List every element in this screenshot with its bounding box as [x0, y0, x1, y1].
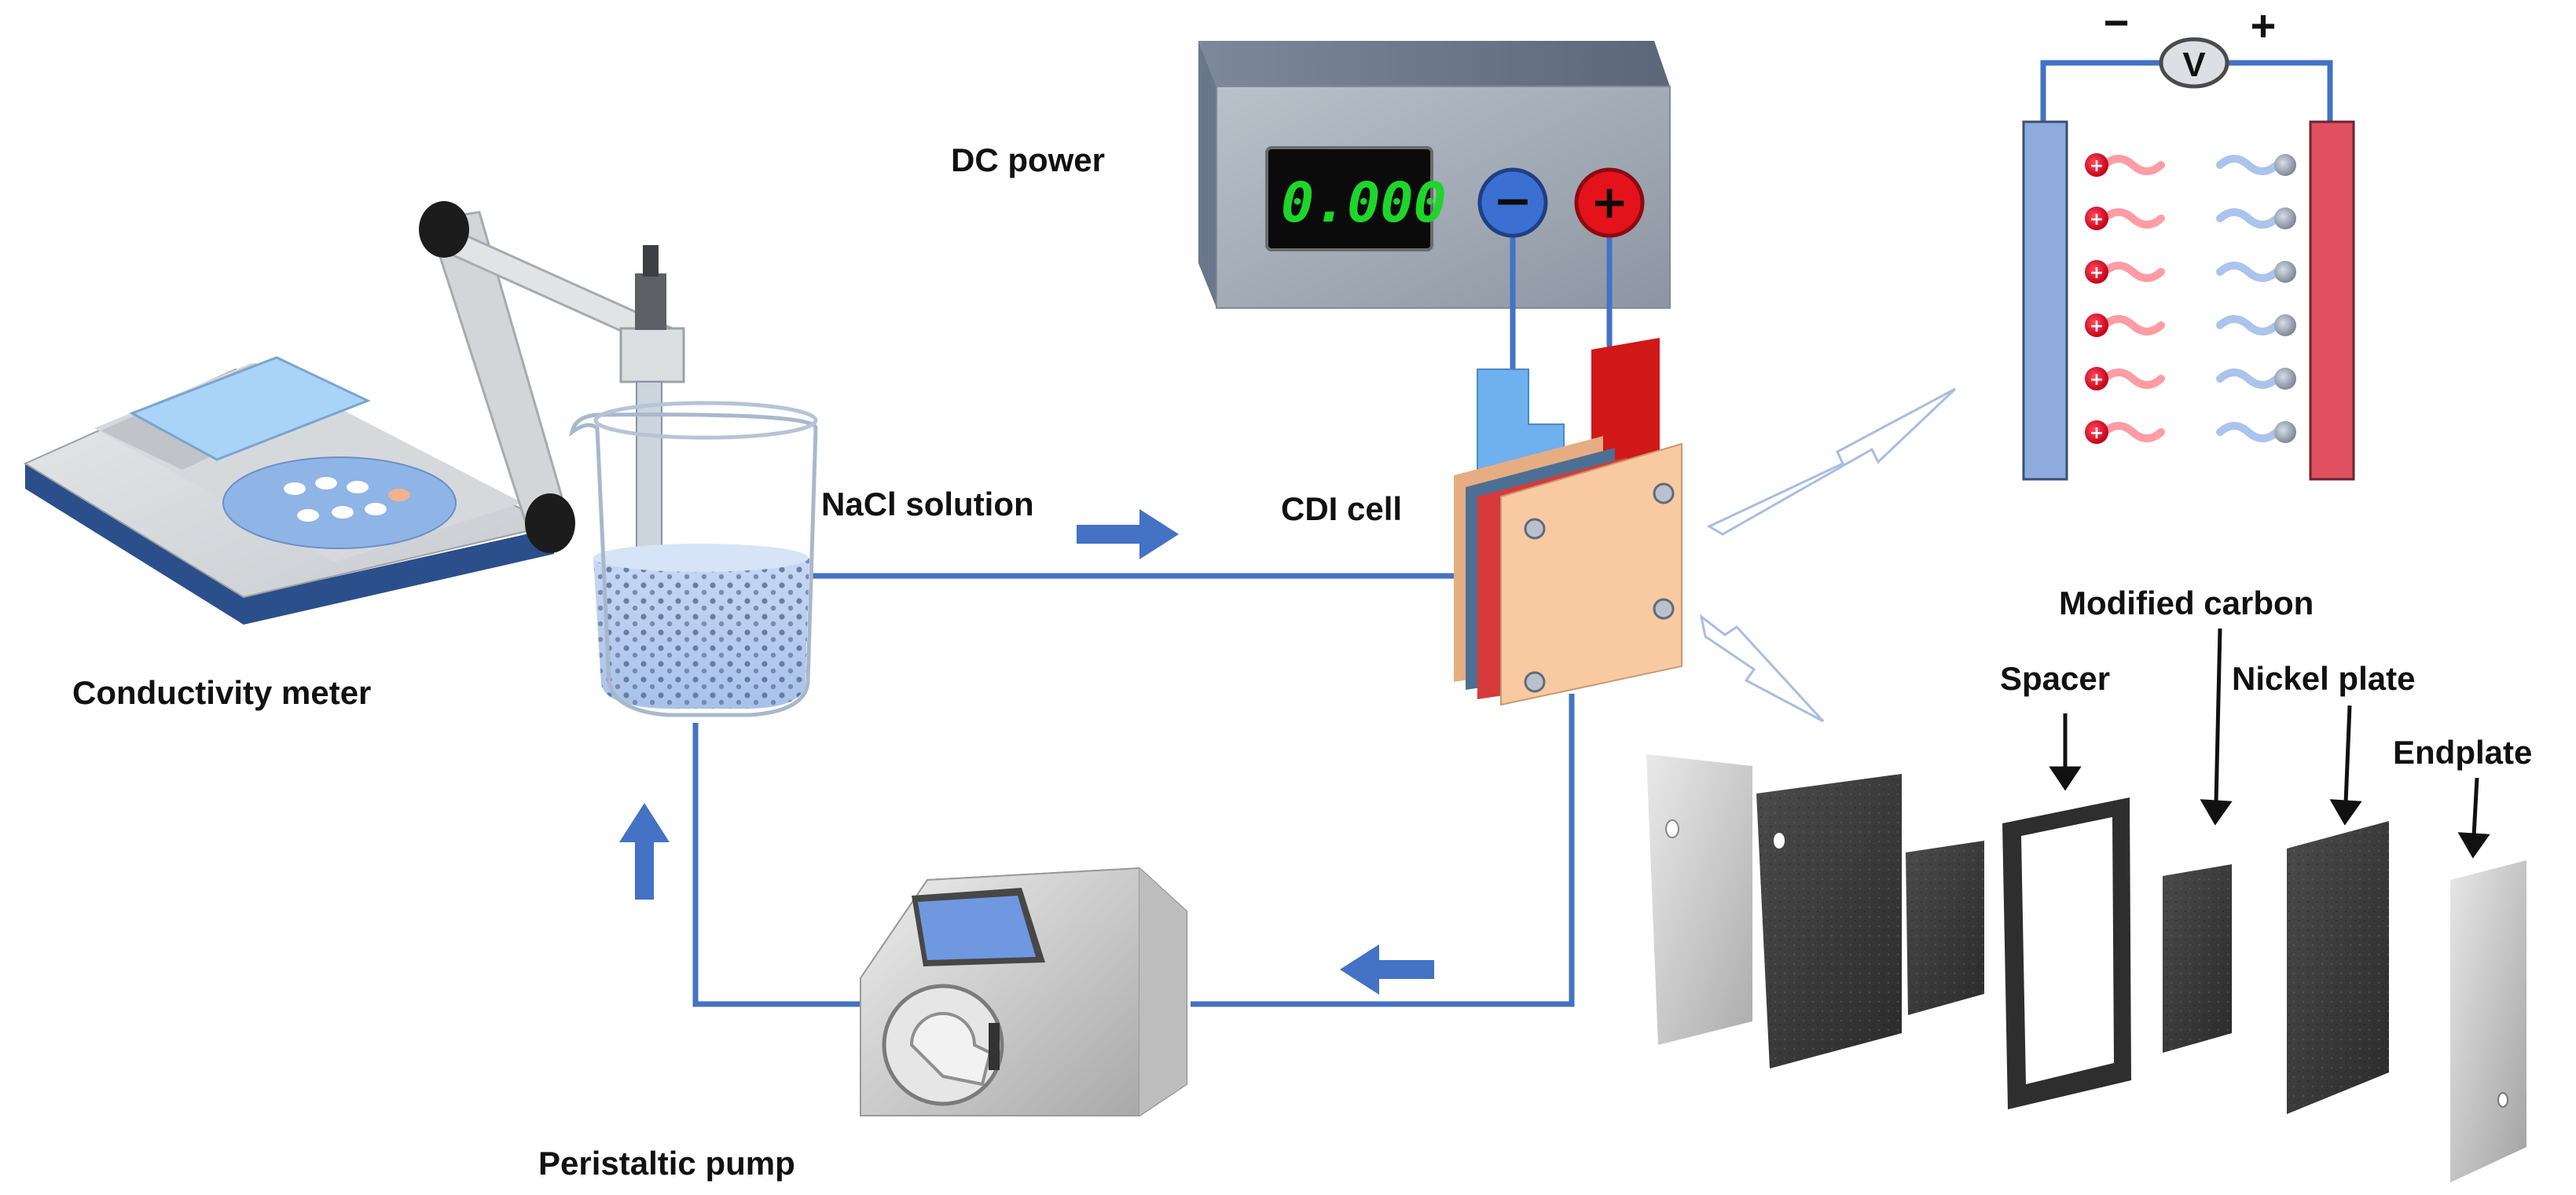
voltmeter-icon: [2159, 37, 2229, 89]
pump-rotor-icon: [909, 1012, 993, 1087]
cation-icon: +: [2085, 153, 2165, 177]
conductivity-meter-label: Conductivity meter: [72, 674, 371, 711]
spacer-frame: [2002, 797, 2131, 1109]
flow-arrow-icon: [1077, 509, 1179, 559]
nacl-solution-label: NaCl solution: [821, 486, 1034, 522]
anion-icon: [2216, 207, 2296, 229]
svg-text:+: +: [2090, 263, 2104, 283]
cdi-cell: [1454, 338, 1682, 706]
svg-text:+: +: [2090, 370, 2104, 390]
voltmeter-plus: +: [2251, 1, 2277, 50]
anion-icon: [2216, 261, 2296, 283]
nickel-plate-label: Nickel plate: [2232, 660, 2415, 697]
pointer-arrows: [2049, 628, 2490, 859]
positive-electrode: [2309, 120, 2355, 481]
negative-terminal-sign: −: [1493, 174, 1532, 229]
voltmeter-symbol: V: [2182, 46, 2206, 84]
cation-icon: +: [2085, 260, 2165, 284]
anion-icon: [2216, 154, 2296, 176]
spacer-label: Spacer: [2000, 660, 2110, 697]
svg-text:+: +: [2090, 423, 2104, 443]
cation-icon: +: [2085, 207, 2165, 230]
modified-carbon-label: Modified carbon: [2059, 585, 2314, 621]
anion-icon: [2216, 368, 2296, 390]
conductivity-meter: [23, 201, 685, 625]
negative-electrode: [2022, 120, 2068, 481]
endplate-label: Endplate: [2393, 734, 2532, 771]
exploded-cell-stack: [1646, 754, 2526, 1182]
tubing-loop: [692, 573, 1575, 1007]
peristaltic-pump-label: Peristaltic pump: [538, 1145, 795, 1182]
beaker: [569, 401, 818, 717]
power-display-value: 0.000: [1281, 170, 1447, 235]
flow-arrow-icon: [619, 803, 670, 900]
cdi-cell-label: CDI cell: [1281, 490, 1402, 527]
peristaltic-pump: [860, 867, 1187, 1116]
flow-arrow-icon: [1340, 944, 1434, 995]
anion-icon: [2216, 314, 2296, 336]
dc-power-supply: 0.000 − +: [1198, 41, 1671, 391]
zoom-arrow-icon: [1699, 387, 1957, 723]
anion-icon: [2216, 421, 2296, 443]
dc-power-label: DC power: [951, 141, 1105, 178]
svg-text:+: +: [2090, 156, 2104, 176]
cation-icon: +: [2085, 367, 2165, 390]
voltmeter-minus: −: [2104, 0, 2130, 47]
cation-icon: +: [2085, 313, 2165, 337]
positive-terminal-sign: +: [1591, 175, 1629, 229]
svg-text:+: +: [2090, 210, 2104, 229]
electrode-schematic: V − + + + + + + +: [2022, 0, 2355, 481]
svg-text:+: +: [2090, 317, 2104, 336]
cation-icon: +: [2085, 420, 2165, 444]
